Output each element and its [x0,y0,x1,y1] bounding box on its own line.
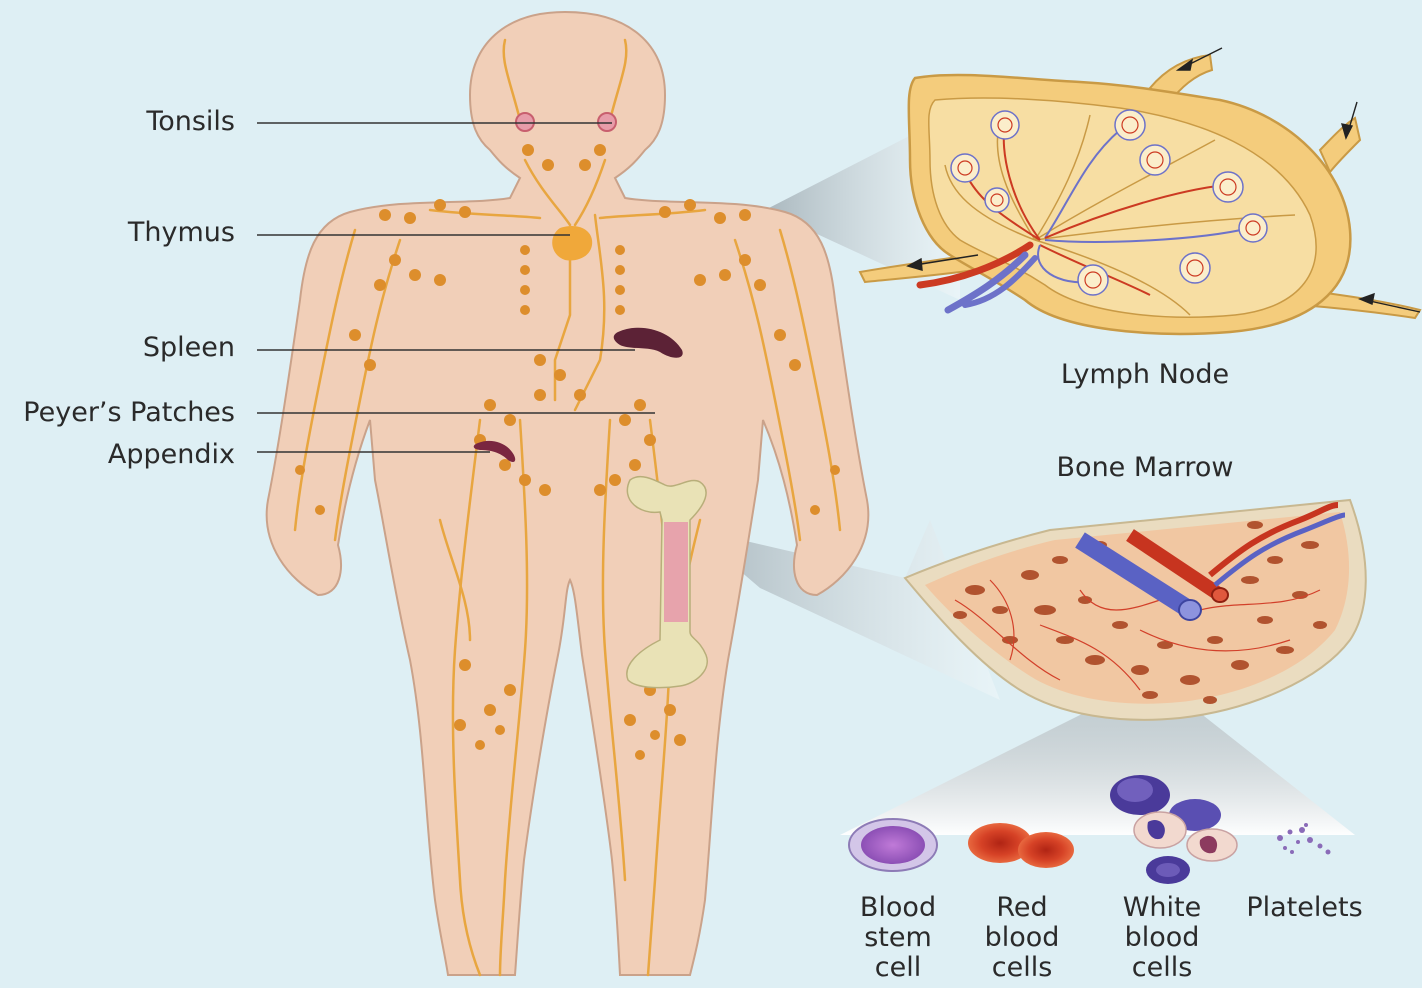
blood-cells-zoom-beam [840,705,1355,835]
caption-line: Red [962,893,1082,923]
caption-line: blood [1102,923,1222,953]
caption-white-blood-cells: White blood cells [1102,893,1222,983]
follicle-icon [951,154,979,182]
body-silhouette [267,12,869,975]
tonsil-right [598,113,616,131]
follicle-icon [1180,253,1210,283]
follicle-icon [1213,172,1243,202]
caption-blood-stem-cell: Blood stem cell [838,893,958,983]
label-peyers-patches: Peyer’s Patches [23,398,235,428]
marrow-artery-end [1212,588,1228,602]
blood-stem-cell [849,819,937,871]
tonsil-left [516,113,534,131]
caption-red-blood-cells: Red blood cells [962,893,1082,983]
follicle-icon [1115,110,1145,140]
caption-line: blood [962,923,1082,953]
caption-line: White [1102,893,1222,923]
follicle-icon [991,111,1019,139]
caption-line: Blood [838,893,958,923]
follicle-icon [1140,145,1170,175]
follicle-icon [1239,214,1267,242]
label-tonsils: Tonsils [146,107,235,137]
label-lymph-node: Lymph Node [1045,360,1245,390]
caption-line: cells [962,953,1082,983]
caption-line: cells [1102,953,1222,983]
afferent-vessel-right [1320,118,1360,172]
label-thymus: Thymus [128,218,235,248]
label-bone-marrow: Bone Marrow [1035,453,1255,483]
caption-platelets: Platelets [1232,893,1377,923]
follicle-icon [1078,265,1108,295]
caption-line: cell [838,953,958,983]
bone-marrow-cavity [664,522,688,622]
label-spleen: Spleen [143,333,235,363]
caption-line: Platelets [1232,893,1377,923]
label-appendix: Appendix [108,440,235,470]
marrow-vein-end [1179,600,1201,620]
follicle-icon [985,188,1009,212]
human-body [267,12,869,975]
caption-line: stem [838,923,958,953]
